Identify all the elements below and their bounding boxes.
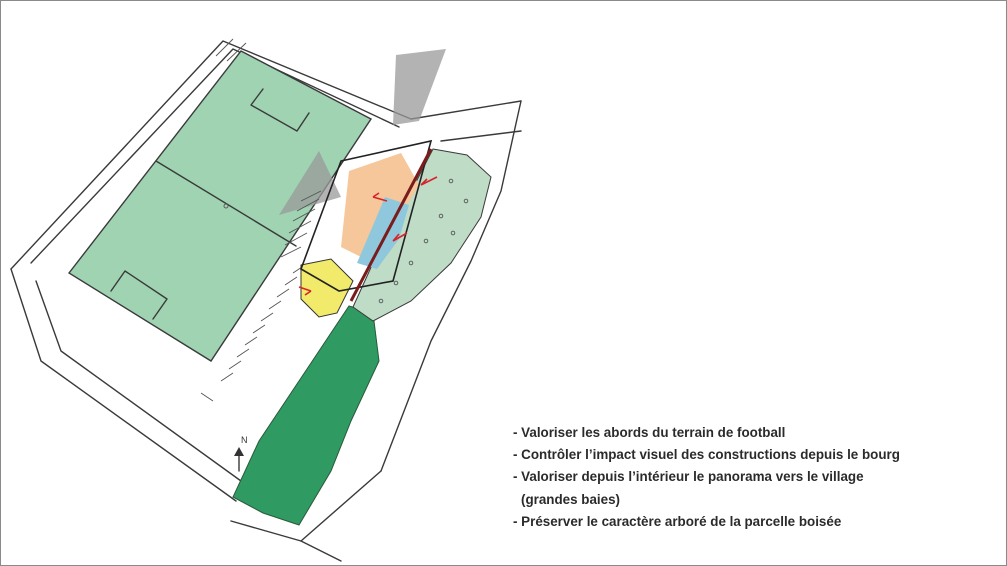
road-lines bbox=[10, 38, 522, 562]
view-cone-north bbox=[393, 49, 446, 125]
building-spine bbox=[349, 148, 433, 302]
north-arrow-head-icon bbox=[234, 447, 244, 456]
building-outline bbox=[300, 139, 433, 292]
building-complex bbox=[280, 139, 433, 318]
building-orange-volume bbox=[341, 153, 419, 263]
note-panorama: - Valoriser depuis l’intérieur le panora… bbox=[513, 469, 864, 485]
note-panorama-continuation: (grandes baies) bbox=[521, 491, 620, 507]
view-cones bbox=[279, 49, 446, 215]
note-pitch: - Valoriser les abords du terrain de foo… bbox=[513, 425, 786, 440]
parking-ticks bbox=[200, 264, 306, 402]
arrow-3 bbox=[372, 192, 388, 202]
note-visual-impact: - Contrôler l’impact visuel des construc… bbox=[513, 447, 900, 463]
design-intentions-list: - Valoriser les abords du terrain de foo… bbox=[513, 422, 993, 533]
north-arrow: N bbox=[234, 435, 248, 472]
football-pitch bbox=[67, 50, 373, 362]
note-wooded-parcel: - Préserver le caractère arboré de la pa… bbox=[513, 513, 842, 529]
wooded-parcel bbox=[232, 305, 380, 526]
view-cone-west bbox=[279, 151, 341, 215]
access-arrows bbox=[298, 176, 438, 296]
building-yellow-volume bbox=[300, 258, 354, 318]
arrow-4 bbox=[298, 286, 312, 296]
north-arrow-label: N bbox=[241, 435, 248, 445]
arrow-2 bbox=[392, 232, 408, 242]
arrow-1 bbox=[420, 176, 438, 186]
